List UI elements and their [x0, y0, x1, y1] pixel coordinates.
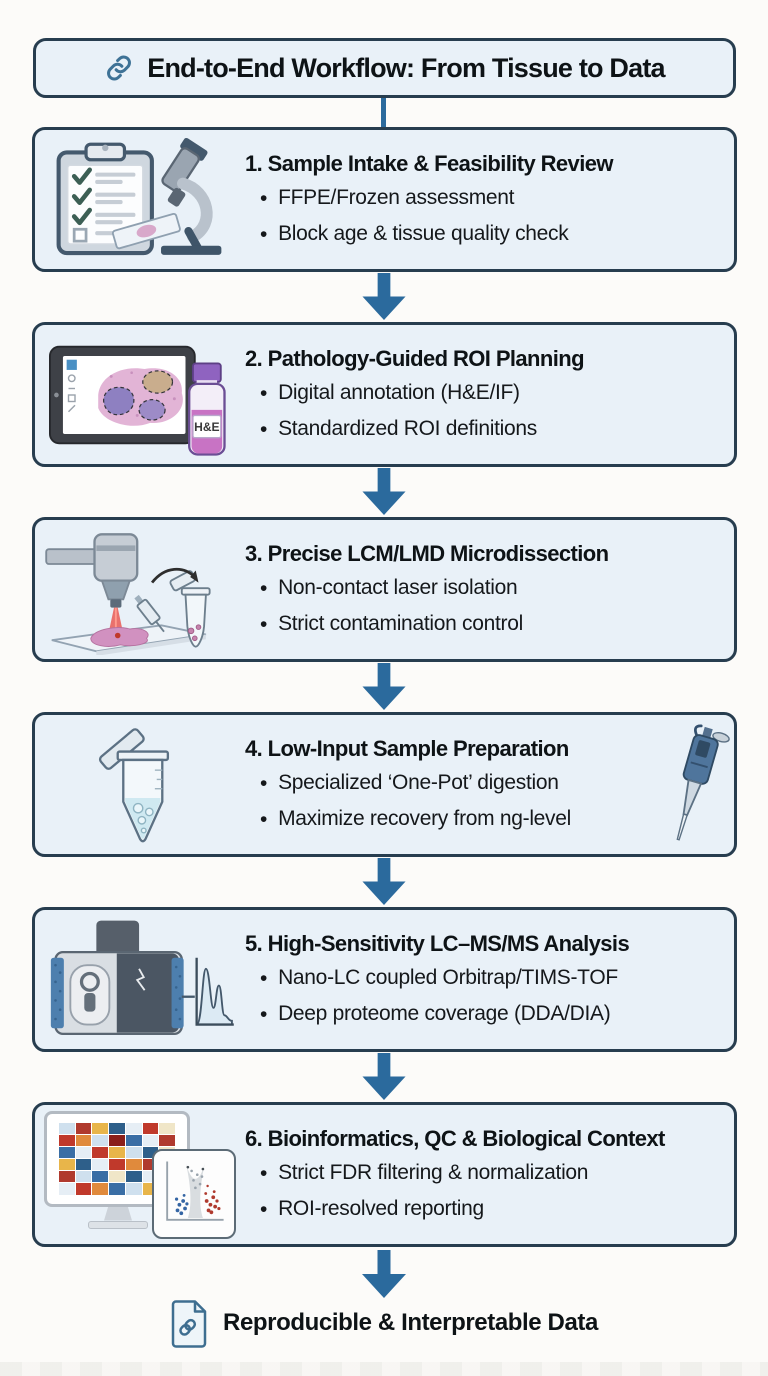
- flow-arrow: [362, 273, 406, 320]
- flow-arrow: [362, 858, 406, 905]
- step-bullet: Nano-LC coupled Orbitrap/TIMS-TOF: [245, 966, 728, 992]
- step-bullet: Strict FDR filtering & normalization: [245, 1161, 728, 1187]
- pipette-icon: [676, 724, 730, 841]
- step-card-4: 4. Low-Input Sample Preparation Speciali…: [32, 712, 737, 857]
- bioinformatics-icon: [35, 1109, 245, 1241]
- flow-arrow: [362, 468, 406, 515]
- monitor-stand: [104, 1206, 132, 1221]
- mass-spectrometer-icon: [35, 915, 245, 1045]
- step-bullet: Strict contamination control: [245, 612, 728, 638]
- flow-arrow: [362, 1250, 406, 1298]
- step-card-1: 1. Sample Intake & Feasibility Review FF…: [32, 127, 737, 272]
- step-bullet: Maximize recovery from ng-level: [245, 807, 728, 833]
- tablet-histology-icon: H&E: [35, 330, 245, 460]
- step-title: 4. Low-Input Sample Preparation: [245, 736, 569, 762]
- step-title: 3. Precise LCM/LMD Microdissection: [245, 541, 609, 567]
- clipboard-microscope-icon: [35, 136, 245, 264]
- step-title: 1. Sample Intake & Feasibility Review: [245, 151, 613, 177]
- link-icon: [107, 55, 132, 81]
- step-card-6: 6. Bioinformatics, QC & Biological Conte…: [32, 1102, 737, 1247]
- step-bullet: Specialized ‘One-Pot’ digestion: [245, 771, 728, 797]
- step-bullet: Standardized ROI definitions: [245, 417, 728, 443]
- laser-microdissection-icon: [35, 525, 245, 655]
- step-card-3: 3. Precise LCM/LMD Microdissection Non-c…: [32, 517, 737, 662]
- bottom-strip: [0, 1362, 768, 1376]
- step-bullet: Deep proteome coverage (DDA/DIA): [245, 1002, 728, 1028]
- step-bullet: Non-contact laser isolation: [245, 576, 728, 602]
- step-title: 6. Bioinformatics, QC & Biological Conte…: [245, 1126, 665, 1152]
- step-bullet: Block age & tissue quality check: [245, 222, 728, 248]
- step-title: 2. Pathology-Guided ROI Planning: [245, 346, 585, 372]
- volcano-plot-icon: [152, 1148, 236, 1239]
- workflow-header: End-to-End Workflow: From Tissue to Data: [33, 38, 736, 98]
- flow-arrow: [362, 1053, 406, 1100]
- microtube-icon: [35, 720, 245, 850]
- footer-result: Reproducible & Interpretable Data: [0, 1298, 768, 1348]
- step-bullet: FFPE/Frozen assessment: [245, 186, 728, 212]
- step-bullet: Digital annotation (H&E/IF): [245, 381, 728, 407]
- monitor-base: [88, 1220, 148, 1229]
- flow-connector: [381, 94, 386, 130]
- step-card-2: H&E 2. Pathology-Guided ROI Planning Dig…: [32, 322, 737, 467]
- workflow-title: End-to-End Workflow: From Tissue to Data: [147, 52, 665, 83]
- he-bottle-label: H&E: [194, 420, 219, 434]
- step-bullet: ROI-resolved reporting: [245, 1197, 728, 1223]
- step-title: 5. High-Sensitivity LC–MS/MS Analysis: [245, 931, 630, 957]
- document-link-icon: [171, 1300, 207, 1348]
- footer-label: Reproducible & Interpretable Data: [223, 1309, 598, 1336]
- flow-arrow: [362, 663, 406, 710]
- step-card-5: 5. High-Sensitivity LC–MS/MS Analysis Na…: [32, 907, 737, 1052]
